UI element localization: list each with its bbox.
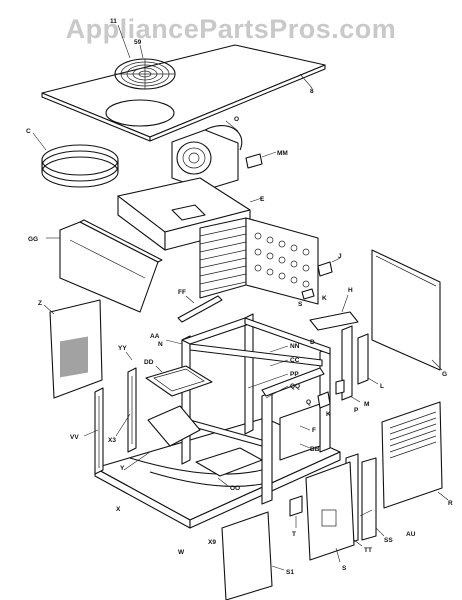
label-side-panel-right: G [442, 371, 447, 378]
label-part-l: L [380, 383, 384, 390]
label-duct: E [260, 196, 265, 203]
label-fan-guard-top: 11 [110, 18, 117, 25]
louvered-grille-panel [381, 401, 449, 509]
label-part-x9: X9 [208, 539, 216, 546]
label-motor: MM [277, 150, 288, 157]
part-labels: 8 11 59 C O MM E GG FF J K S H G Z YY AA… [26, 18, 453, 576]
bracket-h [309, 294, 359, 331]
label-grille-r: R [448, 500, 453, 507]
label-part-w: W [178, 549, 185, 556]
label-front-panel-top: GG [28, 236, 38, 243]
label-part-k2: K [326, 411, 331, 418]
label-part-f: F [312, 427, 316, 434]
label-bracket-qq: QQ [290, 383, 300, 390]
blower-assembly [171, 120, 243, 191]
label-part-bb: BB [310, 446, 320, 453]
label-part-au: AU [406, 531, 416, 538]
label-part-q: Q [306, 399, 311, 406]
label-left-corner-yy: YY [118, 345, 127, 352]
front-top-panel [46, 219, 163, 313]
label-part-ss: SS [384, 537, 393, 544]
label-left-post-vv: VV [70, 434, 79, 441]
label-panel-s: S [342, 565, 347, 572]
label-shroud-ring: C [26, 128, 31, 135]
label-part-t: T [292, 531, 296, 538]
label-top-panel: 8 [310, 88, 314, 95]
label-lower-panel-s1: S1 [286, 569, 294, 576]
label-part-x-lower: X [116, 506, 121, 513]
duct-box [117, 177, 263, 251]
label-part-m: M [364, 401, 369, 408]
label-rail-pp: PP [290, 371, 299, 378]
top-panel-opening [105, 99, 175, 127]
label-bracket-h: H [348, 287, 353, 294]
label-coil-k: K [322, 295, 327, 302]
cabinet-frame [83, 313, 341, 529]
label-coil-j: J [338, 253, 342, 260]
label-part-d: D [310, 339, 315, 346]
label-part-p: P [354, 407, 359, 414]
label-rail-cc: CC [290, 357, 300, 364]
left-side-panel [43, 299, 103, 399]
fan-guard [114, 24, 176, 90]
label-rail-nn: NN [290, 343, 300, 350]
label-tray-dd: DD [144, 359, 154, 366]
motor-bracket [245, 151, 277, 169]
shroud-ring [32, 132, 119, 188]
label-bracket-ff: FF [178, 289, 186, 296]
label-rail-n: N [158, 341, 163, 348]
label-part-oo: OO [230, 485, 240, 492]
label-part-x3: X3 [108, 437, 116, 444]
label-left-side-panel: Z [38, 300, 42, 307]
side-trim-parts [317, 325, 379, 409]
right-side-panel [371, 249, 443, 371]
label-coil-s: S [298, 301, 303, 308]
top-panel [41, 44, 326, 142]
label-rail-aa: AA [150, 333, 160, 340]
label-blower: O [234, 116, 239, 123]
front-panels [221, 453, 385, 600]
coil-assembly [199, 217, 341, 305]
label-fan-guard: 59 [134, 39, 142, 46]
label-part-tt: TT [364, 547, 372, 554]
watermark: AppliancePartsPros.com [65, 14, 397, 44]
label-part-y: Y [120, 465, 125, 472]
bracket-ff [177, 295, 223, 323]
